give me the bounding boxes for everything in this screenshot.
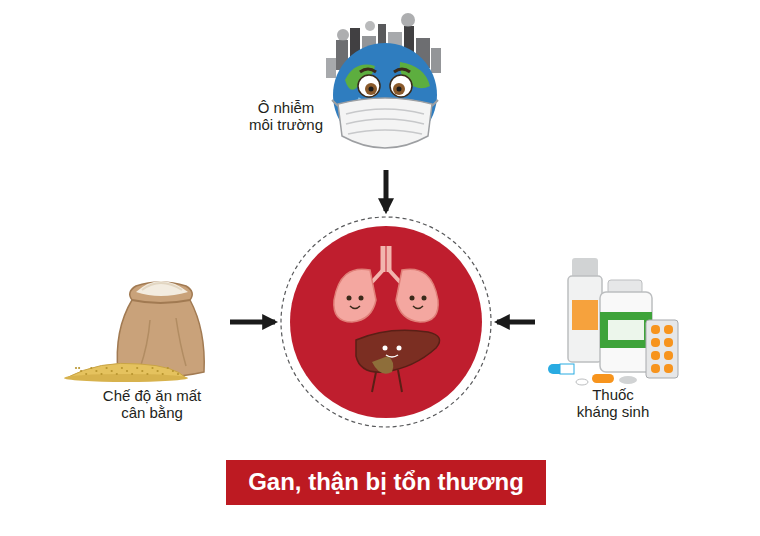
source-label: Ô nhiễm môi trường — [247, 99, 325, 134]
title-banner: Gan, thận bị tổn thương — [226, 460, 546, 505]
flour-sack — [64, 281, 204, 382]
polluted-globe — [332, 43, 438, 148]
arrow-connector — [384, 170, 389, 211]
medicine-group — [548, 258, 678, 385]
organ-target: Gan, thận bị tổn thương — [280, 216, 492, 428]
blister-pills — [651, 325, 673, 373]
grain-texture — [75, 367, 179, 375]
source-label: Thuốc kháng sinh — [572, 386, 654, 421]
antibiotic-source: Thuốc kháng sinh — [540, 250, 690, 430]
diet-source: Chế độ ăn mất cân bằng — [60, 265, 225, 430]
pollution-source: Ô nhiễm môi trường — [245, 15, 445, 165]
arrow-connector — [230, 320, 275, 325]
organ-circle — [281, 217, 491, 427]
arrow-connector — [497, 320, 535, 325]
source-label: Chế độ ăn mất cân bằng — [102, 387, 202, 422]
